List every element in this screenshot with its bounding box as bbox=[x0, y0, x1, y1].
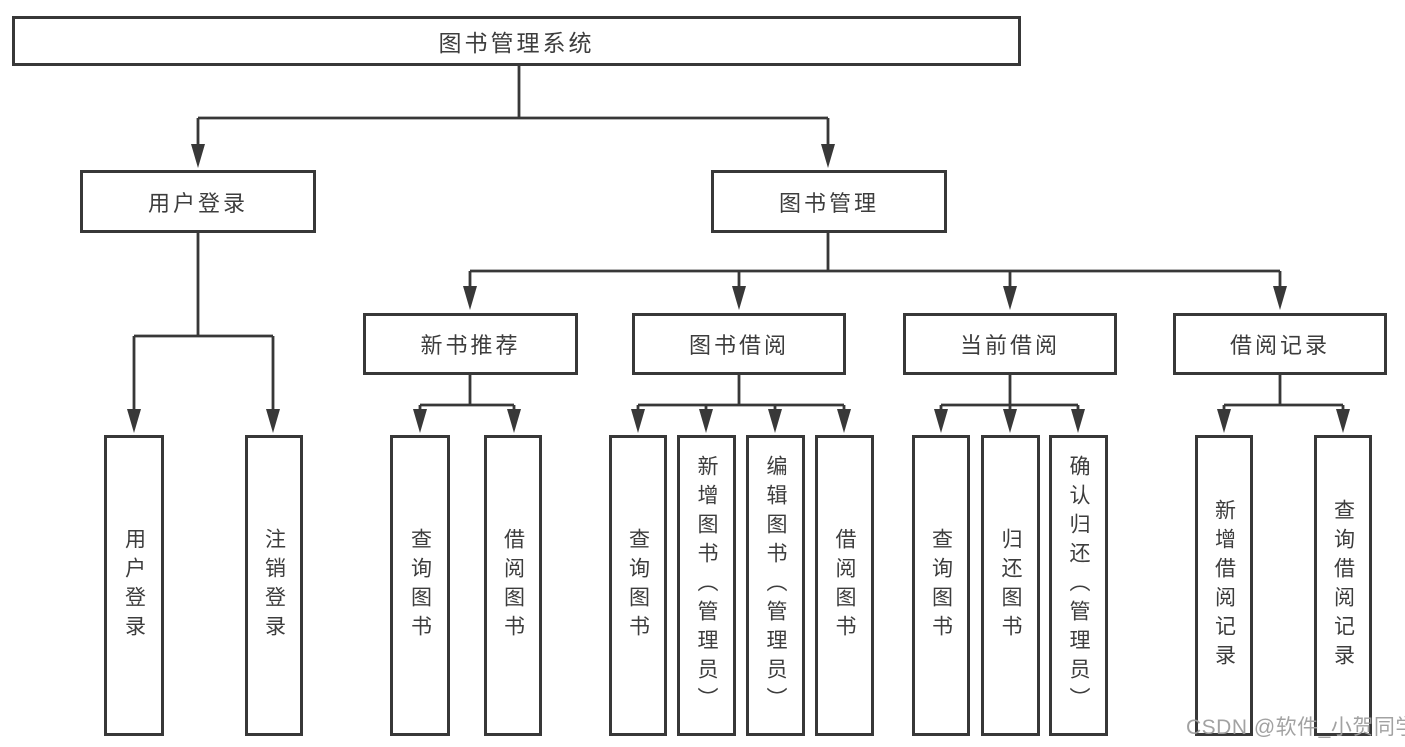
arrow-icon bbox=[127, 409, 141, 433]
arrow-icon bbox=[631, 409, 645, 433]
leaf-recommend-query-books: 查询图书 bbox=[390, 435, 450, 736]
leaf-recommend-borrow-books-label: 借阅图书 bbox=[501, 527, 525, 644]
arrow-icon bbox=[821, 144, 835, 168]
arrow-icon bbox=[1217, 409, 1231, 433]
leaf-confirm-return-admin: 确认归还（管理员） bbox=[1049, 435, 1108, 736]
arrow-icon bbox=[507, 409, 521, 433]
leaf-recommend-borrow-books: 借阅图书 bbox=[484, 435, 542, 736]
leaf-query-borrow-record: 查询借阅记录 bbox=[1314, 435, 1372, 736]
connector-book-management bbox=[468, 233, 1282, 288]
arrow-icon bbox=[1071, 409, 1085, 433]
leaf-current-query-books: 查询图书 bbox=[912, 435, 970, 736]
leaf-recommend-query-books-label: 查询图书 bbox=[408, 527, 432, 644]
leaf-borrow-books-label: 借阅图书 bbox=[833, 527, 856, 644]
arrow-icon bbox=[1273, 286, 1287, 310]
leaf-current-query-books-label: 查询图书 bbox=[929, 527, 953, 644]
csdn-watermark: CSDN @软件_小贺同学 bbox=[1186, 716, 1405, 739]
connector-new-book-recommend bbox=[418, 375, 516, 411]
connector-user-login bbox=[132, 233, 275, 412]
leaf-borrow-books: 借阅图书 bbox=[815, 435, 874, 736]
arrow-icon bbox=[934, 409, 948, 433]
node-book-borrow-label: 图书借阅 bbox=[688, 333, 789, 358]
leaf-return-books-label: 归还图书 bbox=[999, 527, 1022, 644]
node-root: 图书管理系统 bbox=[12, 16, 1021, 66]
leaf-logout-label: 注销登录 bbox=[262, 527, 286, 644]
node-user-login: 用户登录 bbox=[80, 170, 316, 233]
node-root-label: 图书管理系统 bbox=[438, 30, 595, 56]
node-book-management: 图书管理 bbox=[711, 170, 947, 233]
node-new-book-recommend-label: 新书推荐 bbox=[420, 333, 521, 358]
leaf-borrow-query-books: 查询图书 bbox=[609, 435, 667, 736]
arrow-icon bbox=[768, 409, 782, 433]
leaf-add-borrow-record: 新增借阅记录 bbox=[1195, 435, 1253, 736]
leaf-confirm-return-admin-label: 确认归还（管理员） bbox=[1067, 455, 1090, 716]
connector-borrow-records bbox=[1222, 375, 1345, 411]
leaf-user-login-label: 用户登录 bbox=[122, 527, 146, 644]
arrow-icon bbox=[413, 409, 427, 433]
arrowheads bbox=[127, 144, 1350, 433]
leaf-user-login: 用户登录 bbox=[104, 435, 164, 736]
arrow-icon bbox=[1003, 409, 1017, 433]
leaf-add-books-admin: 新增图书（管理员） bbox=[677, 435, 736, 736]
leaf-borrow-query-books-label: 查询图书 bbox=[626, 527, 650, 644]
arrow-icon bbox=[266, 409, 280, 433]
node-current-borrow: 当前借阅 bbox=[903, 313, 1117, 375]
leaf-query-borrow-record-label: 查询借阅记录 bbox=[1331, 498, 1355, 673]
arrow-icon bbox=[837, 409, 851, 433]
node-borrow-records: 借阅记录 bbox=[1173, 313, 1387, 375]
arrow-icon bbox=[191, 144, 205, 168]
node-current-borrow-label: 当前借阅 bbox=[959, 333, 1060, 358]
leaf-logout: 注销登录 bbox=[245, 435, 303, 736]
leaf-return-books: 归还图书 bbox=[981, 435, 1040, 736]
arrow-icon bbox=[1003, 286, 1017, 310]
node-user-login-label: 用户登录 bbox=[147, 190, 248, 216]
leaf-edit-books-admin: 编辑图书（管理员） bbox=[746, 435, 805, 736]
arrow-icon bbox=[463, 286, 477, 310]
node-new-book-recommend: 新书推荐 bbox=[363, 313, 578, 375]
leaf-add-books-admin-label: 新增图书（管理员） bbox=[695, 455, 718, 716]
leaf-add-borrow-record-label: 新增借阅记录 bbox=[1212, 498, 1236, 673]
connector-book-borrow bbox=[636, 375, 846, 411]
connector-root bbox=[196, 66, 830, 147]
leaf-edit-books-admin-label: 编辑图书（管理员） bbox=[764, 455, 787, 716]
arrow-icon bbox=[1336, 409, 1350, 433]
node-book-management-label: 图书管理 bbox=[778, 190, 879, 216]
node-borrow-records-label: 借阅记录 bbox=[1229, 333, 1330, 358]
connector-current-borrow bbox=[939, 375, 1080, 411]
arrow-icon bbox=[699, 409, 713, 433]
arrow-icon bbox=[732, 286, 746, 310]
node-book-borrow: 图书借阅 bbox=[632, 313, 846, 375]
